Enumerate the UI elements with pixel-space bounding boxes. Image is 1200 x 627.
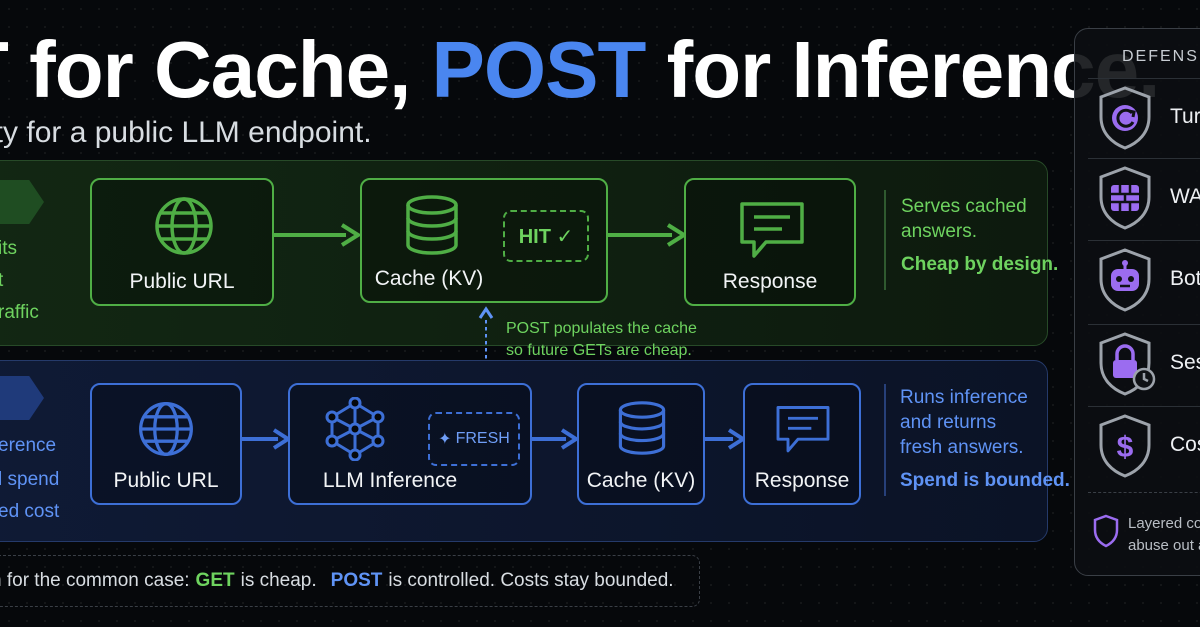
- defense-item: Turn: [1088, 78, 1200, 156]
- database-icon: [618, 401, 666, 455]
- node-label: Response: [722, 270, 818, 293]
- database-icon: [406, 195, 458, 255]
- get-side-line: t: [0, 270, 4, 291]
- post-public-url-node: Public URL: [90, 383, 242, 505]
- robot-shield-icon: [1099, 248, 1151, 312]
- node-label: Response: [754, 469, 850, 492]
- llm-inference-node: LLM Inference: [288, 383, 532, 505]
- page-title: T for Cache, POST for Inference.: [0, 25, 1160, 114]
- node-label: Cache (KV): [374, 267, 484, 290]
- globe-icon: [155, 197, 213, 255]
- get-cache-node: Cache (KV): [360, 178, 608, 303]
- globe-icon: [139, 402, 193, 456]
- note-divider: [884, 384, 886, 496]
- chat-bubble-icon: [740, 202, 804, 258]
- get-public-url-node: Public URL: [90, 178, 274, 306]
- post-side-line: ed cost: [0, 501, 60, 522]
- defense-item: WA: [1088, 158, 1200, 236]
- hit-badge: HIT ✓: [503, 210, 589, 262]
- firewall-shield-icon: [1099, 166, 1151, 230]
- post-note: Runs inference and returns fresh answers…: [900, 387, 1070, 491]
- summary-footer: n for the common case: GET is cheap. POS…: [0, 555, 700, 607]
- refresh-shield-icon: [1099, 86, 1151, 150]
- populate-connector: [485, 320, 487, 382]
- defense-note: Layered co abuse out a: [1128, 515, 1200, 554]
- dollar-shield-icon: $: [1099, 414, 1151, 478]
- defense-item: $ Cos: [1088, 406, 1200, 484]
- svg-text:$: $: [1117, 431, 1134, 464]
- page-subtitle: ety for a public LLM endpoint.: [0, 116, 372, 149]
- post-side-line: erence: [0, 435, 57, 456]
- arrow-up-icon: [478, 306, 494, 319]
- get-note: Serves cached answers. Cheap by design.: [901, 196, 1059, 275]
- get-side-line: raffic: [0, 302, 39, 323]
- node-label: Public URL: [129, 270, 235, 293]
- arrow-right-icon: [242, 428, 290, 450]
- defense-separator: [1088, 492, 1200, 493]
- lock-clock-shield-icon: [1099, 332, 1156, 396]
- arrow-right-icon: [606, 223, 686, 247]
- shield-outline-icon: [1093, 514, 1119, 548]
- node-label: Public URL: [113, 469, 219, 492]
- populate-note: POST populates the cache so future GETs …: [506, 320, 697, 359]
- post-cache-node: Cache (KV): [577, 383, 705, 505]
- post-response-node: Response: [743, 383, 861, 505]
- node-label: Cache (KV): [586, 469, 696, 492]
- post-side-line: l spend: [0, 469, 60, 490]
- arrow-right-icon: [532, 428, 578, 450]
- defense-title: DEFENSE: [1122, 48, 1200, 65]
- sparkle-icon: ✦: [438, 431, 452, 448]
- defense-item: Ses: [1088, 324, 1200, 402]
- get-side-line: its: [0, 238, 17, 259]
- defense-item: Bot: [1088, 240, 1200, 318]
- arrow-right-icon: [274, 223, 360, 247]
- chat-bubble-icon: [776, 406, 830, 453]
- note-divider: [884, 190, 886, 290]
- node-label: LLM Inference: [322, 469, 458, 492]
- fresh-badge: ✦FRESH: [428, 412, 520, 466]
- arrow-right-icon: [705, 428, 745, 450]
- get-response-node: Response: [684, 178, 856, 306]
- neural-network-icon: [325, 397, 385, 461]
